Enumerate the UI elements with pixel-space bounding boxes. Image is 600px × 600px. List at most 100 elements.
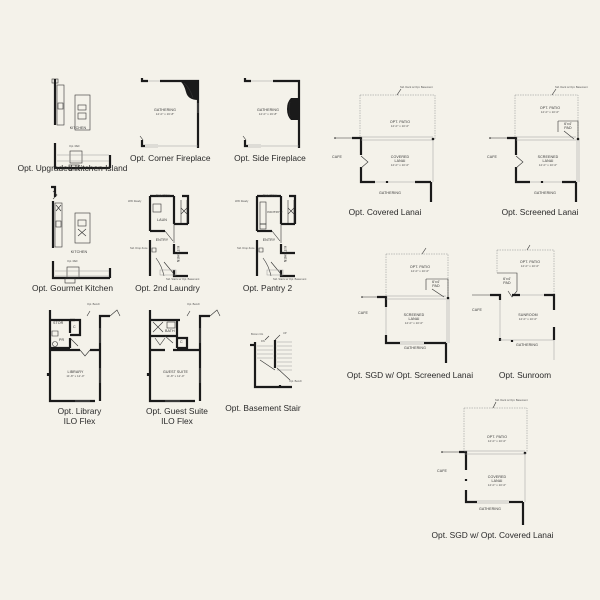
room-label-opt-patio: OPT. PATIO — [539, 106, 561, 110]
room-label-gathering: GATHERING — [404, 346, 426, 350]
note-std-deck: Std. Deck w/ Opt. Basement — [495, 399, 528, 402]
note-drop-zone: Std. Drop Zone — [237, 247, 255, 250]
room-label-gathering: GATHERING — [516, 343, 538, 347]
plan-2nd-laundry: PANTRY LAUN ENTRY KITCHEN W/D Ready Std.… — [128, 188, 200, 281]
2nd-laundry-drawing — [148, 194, 190, 278]
note-broom-clo: Broom Clo — [251, 333, 264, 336]
note-wd-ready: W/D Ready — [235, 200, 249, 203]
note-std-deck: Std. Deck w/ Opt. Basement — [400, 86, 433, 89]
room-label-lanai: LANAI — [408, 317, 420, 321]
kitchen-island-drawing — [51, 78, 112, 171]
pad-label: PAD — [503, 281, 511, 285]
plan-upgraded-kitchen-island: KITCHEN Opt. REF — [45, 75, 125, 171]
room-dimension: 14'-0" x 16'-8" — [258, 112, 278, 116]
sunroom-dimension: 14'-0" x 10'-0" — [518, 317, 538, 321]
note-opt-ref: Opt. REF — [67, 260, 78, 263]
room-label-kitchen: KITCHEN — [69, 126, 87, 130]
pad-size: 6'x4' — [503, 277, 511, 281]
sgd-covered-lanai-drawing — [441, 401, 528, 525]
screened-lanai-drawing — [489, 88, 580, 202]
pantry-2-drawing — [255, 194, 297, 278]
patio-dimension: 14'-0" x 10'-0" — [487, 439, 507, 443]
room-label-gathering: GATHERING — [257, 108, 279, 112]
caption-covered-lanai: Opt. Covered Lanai — [348, 207, 422, 217]
caption-line-2: ILO Flex — [63, 416, 96, 426]
caption-screened-lanai: Opt. Screened Lanai — [501, 207, 579, 217]
room-label-gathering: GATHERING — [379, 191, 401, 195]
room-label-laundry: LAUN — [157, 218, 167, 222]
note-opt-bench: Opt. Bench — [187, 303, 200, 306]
patio-dimension: 14'-0" x 10'-0" — [520, 264, 540, 268]
room-label-cafe: CAFE — [487, 155, 497, 159]
plan-screened-lanai: Std. Deck w/ Opt. Basement OPT. PATIO 14… — [487, 82, 590, 212]
lanai-dimension: 14'-0" x 10'-0" — [487, 483, 507, 487]
patio-dimension: 14'-0" x 10'-0" — [410, 269, 430, 273]
room-label-opt-patio: OPT. PATIO — [409, 265, 431, 269]
room-label-cafe: CAFE — [472, 308, 482, 312]
basement-stair-drawing — [250, 334, 292, 389]
gourmet-kitchen-drawing — [51, 185, 112, 284]
room-label-screened: SCREENED — [537, 155, 559, 159]
room-label-covered: COVERED — [390, 155, 410, 159]
pad-label: PAD — [432, 284, 440, 288]
room-label-lanai: LANAI — [491, 479, 503, 483]
covered-lanai-drawing — [334, 88, 436, 202]
pad-size: 6'x4' — [564, 122, 572, 126]
room-label-opt-patio: OPT. PATIO — [486, 435, 508, 439]
note-drop-zone: Std. Drop Zone — [130, 247, 148, 250]
room-label-pr: PR — [59, 338, 65, 342]
room-label-pantry-2: PANTRY 2 — [267, 210, 283, 214]
room-label-closet: C — [180, 340, 183, 344]
caption-pantry-2: Opt. Pantry 2 — [242, 283, 293, 293]
room-label-cafe: CAFE — [358, 311, 368, 315]
lanai-dimension: 14'-0" x 10'-0" — [538, 163, 558, 167]
note-std-stairs: Std. Stairs w/ Opt. Basement — [273, 278, 307, 281]
plan-pantry-2: PANTRY PANTRY 2 ENTRY KITCHEN W/D Ready … — [235, 188, 307, 281]
caption-sgd-covered-lanai: Opt. SGD w/ Opt. Covered Lanai — [431, 530, 554, 540]
caption-sunroom: Opt. Sunroom — [498, 370, 552, 380]
caption-upgraded-kitchen-island: Opt. Upgraded Kitchen Island — [17, 163, 128, 173]
sgd-screened-lanai-drawing — [361, 247, 450, 363]
caption-side-fireplace: Opt. Side Fireplace — [234, 153, 306, 163]
pad-size: 6'x4' — [432, 280, 440, 284]
plan-sgd-screened-lanai: OPT. PATIO 14'-0" x 10'-0" 6'x4' PAD SCR… — [358, 245, 452, 365]
plan-guest-suite-ilo-flex: BATH C GUEST SUITE 11'-8" x 12'-0" Opt. … — [145, 298, 221, 403]
room-label-closet: C — [73, 325, 76, 329]
library-drawing — [46, 309, 121, 403]
plan-basement-stair: Broom Clo UP DN Opt. Bench — [245, 330, 302, 390]
room-label-gathering: GATHERING — [479, 507, 501, 511]
pad-label: PAD — [564, 126, 572, 130]
plan-sgd-covered-lanai: Std. Deck w/ Opt. Basement OPT. PATIO 14… — [437, 395, 537, 530]
sunroom-drawing — [472, 244, 556, 360]
plan-sunroom: OPT. PATIO 14'-0" x 10'-0" 6'x4' PAD SUN… — [472, 244, 562, 365]
room-dimension: 14'-0" x 16'-8" — [155, 112, 175, 116]
caption-line-1: Opt. Library — [57, 406, 102, 416]
side-fireplace-drawing — [242, 78, 301, 148]
caption-guest-suite-ilo-flex: Opt. Guest Suite ILO Flex — [137, 406, 217, 426]
room-label-gathering: GATHERING — [154, 108, 176, 112]
room-label-lanai: LANAI — [394, 159, 406, 163]
room-label-screened: SCREENED — [403, 313, 425, 317]
plan-corner-fireplace: GATHERING 14'-0" x 16'-8" — [139, 78, 200, 153]
room-label-entry: ENTRY — [155, 238, 169, 242]
note-opt-ref: Opt. REF — [69, 145, 80, 148]
caption-2nd-laundry: Opt. 2nd Laundry — [135, 283, 200, 293]
plan-library-ilo-flex: STOR PR C LIBRARY 11'-8" x 12'-0" Opt. B… — [45, 298, 121, 403]
note-opt-bench: Opt. Bench — [87, 303, 100, 306]
guest-suite-drawing — [146, 309, 221, 403]
room-label-sunroom: SUNROOM — [518, 313, 538, 317]
note-std-stairs: Std. Stairs w/ Opt. Basement — [166, 278, 200, 281]
room-dimension: 11'-8" x 12'-0" — [166, 374, 185, 378]
caption-corner-fireplace: Opt. Corner Fireplace — [130, 153, 211, 163]
lanai-dimension: 14'-0" x 10'-0" — [404, 321, 424, 325]
room-dimension: 11'-8" x 12'-0" — [66, 374, 85, 378]
plan-gourmet-kitchen: KITCHEN Opt. REF — [45, 183, 125, 284]
room-label-library: LIBRARY — [67, 370, 84, 374]
plan-covered-lanai: Std. Deck w/ Opt. Basement OPT. PATIO 14… — [332, 82, 436, 212]
room-label-covered: COVERED — [487, 475, 507, 479]
note-std-deck: Std. Deck w/ Opt. Basement — [555, 86, 588, 89]
room-label-lanai: LANAI — [542, 159, 554, 163]
room-label-guest-suite: GUEST SUITE — [163, 370, 188, 374]
room-label-bath: BATH — [165, 329, 175, 333]
caption-gourmet-kitchen: Opt. Gourmet Kitchen — [32, 283, 113, 293]
